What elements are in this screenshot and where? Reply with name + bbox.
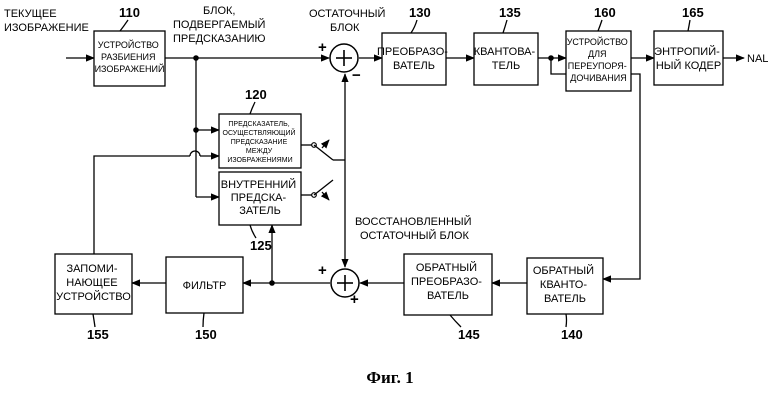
leader-130	[411, 20, 417, 33]
ref-150: 150	[195, 327, 217, 342]
ref-165: 165	[682, 5, 704, 20]
subtractor-plus-sign: +	[318, 39, 327, 56]
wire-hop	[190, 151, 200, 156]
ref-160: 160	[594, 5, 616, 20]
subtractor-node: + −	[318, 39, 361, 84]
ref-145: 145	[458, 327, 480, 342]
block-120-text: ПРЕДСКАЗАТЕЛЬ, ОСУЩЕСТВЛЯЮЩИЙ ПРЕДСКАЗАН…	[223, 121, 298, 164]
junction-110-output	[193, 55, 199, 61]
wire-memory-up	[94, 156, 190, 255]
label-residual-block: ОСТАТОЧНЫЙ БЛОК	[309, 7, 389, 34]
prediction-switch	[312, 140, 345, 200]
block-135-quantizer	[474, 33, 538, 85]
junction-135-output	[548, 55, 554, 61]
label-nal: NAL	[747, 53, 768, 65]
figure-caption: Фиг. 1	[366, 368, 413, 387]
leader-160	[598, 20, 602, 31]
leader-165	[688, 20, 690, 31]
block-155-text: ЗАПОМИ- НАЮЩЕЕ УСТРОЙСТВО	[56, 263, 131, 303]
block-165-entropy-coder	[654, 31, 723, 85]
ref-110: 110	[119, 5, 140, 20]
adder-node: + +	[318, 262, 359, 308]
leader-140	[566, 314, 567, 327]
leader-155	[93, 314, 95, 327]
block-150-text: ФИЛЬТР	[183, 280, 227, 292]
ref-130: 130	[409, 5, 431, 20]
block-110-text: УСТРОЙСТВО РАЗБИЕНИЯ ИЗОБРАЖЕНИЙ	[95, 39, 165, 74]
leader-125	[250, 225, 256, 238]
junction-feed-120	[193, 127, 199, 133]
ref-155: 155	[87, 327, 109, 342]
adder-plus-sign-top: +	[318, 262, 327, 279]
ref-125: 125	[250, 238, 272, 253]
switch-actuator-upper	[322, 140, 329, 148]
leader-120	[250, 102, 255, 114]
label-predicted-block: БЛОК, ПОДВЕРГАЕМЫЙ ПРЕДСКАЗАНИЮ	[173, 5, 268, 45]
subtractor-minus-sign: −	[352, 67, 361, 84]
signal-wires	[66, 58, 744, 283]
junction-recon	[269, 280, 275, 286]
ref-120: 120	[245, 87, 267, 102]
block-130-transformer	[382, 33, 446, 85]
leader-110	[120, 20, 128, 31]
leader-145	[450, 315, 461, 327]
leader-150	[203, 313, 204, 327]
leader-135	[503, 20, 507, 33]
label-current-image: ТЕКУЩЕЕ ИЗОБРАЖЕНИЕ	[4, 8, 89, 34]
adder-plus-sign-bottom: +	[350, 291, 359, 308]
label-reconstructed-residual: ВОССТАНОВЛЕННЫЙ ОСТАТОЧНЫЙ БЛОК	[355, 215, 475, 242]
switch-actuator-lower	[322, 192, 329, 200]
ref-140: 140	[561, 327, 583, 342]
ref-135: 135	[499, 5, 521, 20]
